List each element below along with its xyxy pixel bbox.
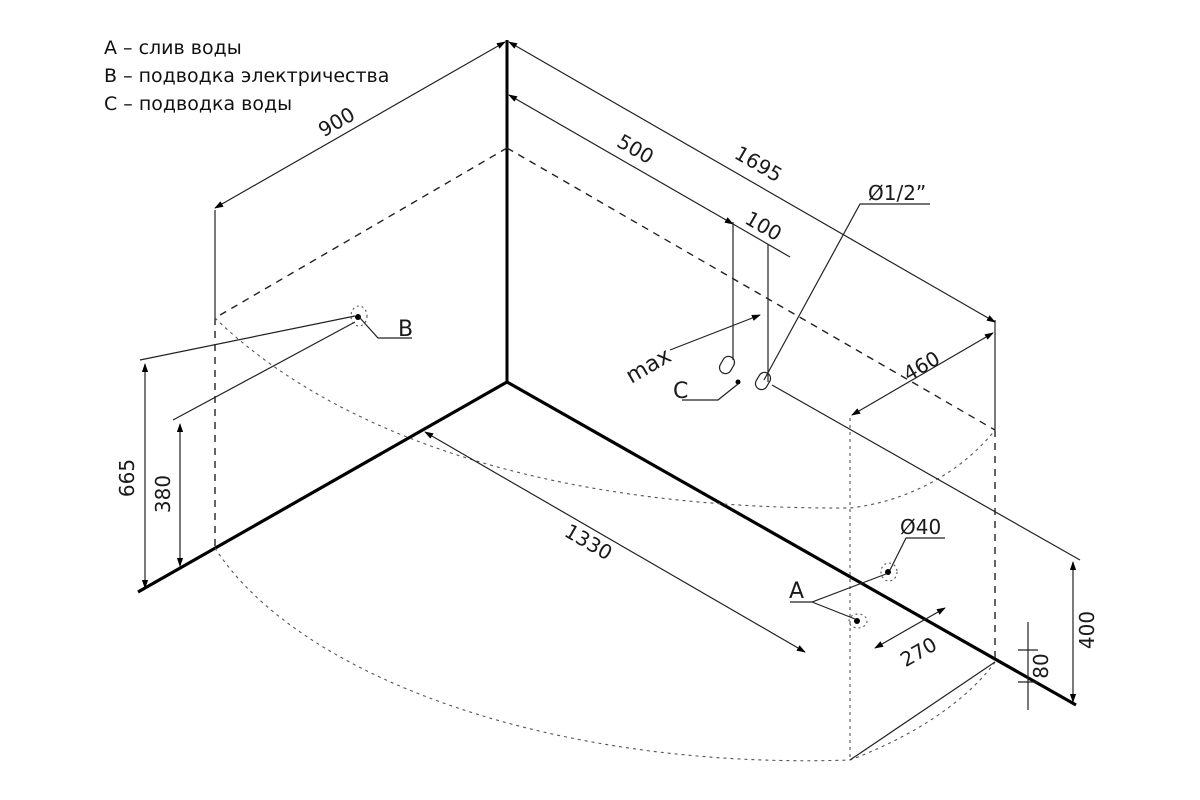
- label-900: 900: [314, 102, 359, 142]
- label-270: 270: [896, 632, 941, 672]
- drain-upper-ring: [880, 562, 898, 582]
- water-pipe-right: [754, 371, 772, 391]
- left-floor-edge: [137, 380, 508, 594]
- label-1695: 1695: [730, 141, 786, 187]
- tub-base-front: [849, 661, 996, 761]
- leader-b: [359, 317, 412, 339]
- dimension-lines: [139, 41, 1081, 710]
- label-a: A: [789, 579, 804, 604]
- leader-dia-half-inch: [763, 203, 930, 381]
- ext-380-top: [172, 321, 356, 421]
- leader-a-lower: [811, 601, 856, 620]
- electrical-outlet-ring: [350, 305, 368, 327]
- label-460: 460: [899, 346, 944, 386]
- label-665: 665: [115, 459, 139, 497]
- dimension-labels: 900 1695 500 100 max 460 1330 665 380 40…: [115, 102, 1099, 679]
- water-supply-point: [735, 379, 741, 385]
- dim-line-1330: [424, 431, 806, 653]
- electrical-outlet-point: [355, 314, 361, 320]
- label-100: 100: [741, 206, 786, 246]
- drain-lower-ring: [848, 613, 868, 629]
- connection-points: [350, 203, 945, 629]
- bathtub-outline: [214, 147, 996, 762]
- drain-upper-point: [885, 569, 891, 575]
- dim-line-max: [669, 314, 761, 351]
- dim-line-100: [732, 223, 791, 258]
- label-dia-40: Ø40: [900, 515, 941, 539]
- dim-line-460: [851, 332, 994, 416]
- tub-base-curve: [214, 547, 996, 762]
- water-pipe-left: [718, 355, 736, 375]
- label-400: 400: [1075, 611, 1099, 649]
- drain-lower-point: [854, 618, 860, 624]
- dim-line-1695: [508, 41, 996, 323]
- label-c: C: [673, 379, 688, 404]
- ext-665-top: [139, 315, 356, 361]
- legend-item-a: A – слив воды: [104, 37, 242, 59]
- label-1330: 1330: [560, 519, 616, 565]
- tub-rim-curve: [214, 317, 996, 509]
- label-max: max: [622, 344, 676, 390]
- leader-dia-40: [889, 537, 945, 571]
- label-b: B: [398, 317, 413, 342]
- tub-rim-left: [214, 147, 508, 319]
- label-80: 80: [1029, 653, 1053, 678]
- ext-400-top: [771, 384, 1081, 561]
- leader-c: [682, 383, 739, 401]
- room-walls: [137, 40, 1077, 707]
- label-500: 500: [613, 129, 658, 169]
- dim-line-900: [214, 41, 506, 209]
- dim-line-270: [874, 607, 946, 649]
- label-380: 380: [151, 475, 175, 513]
- dim-line-500: [508, 94, 734, 225]
- label-dia-half-inch: Ø1/2”: [868, 181, 926, 205]
